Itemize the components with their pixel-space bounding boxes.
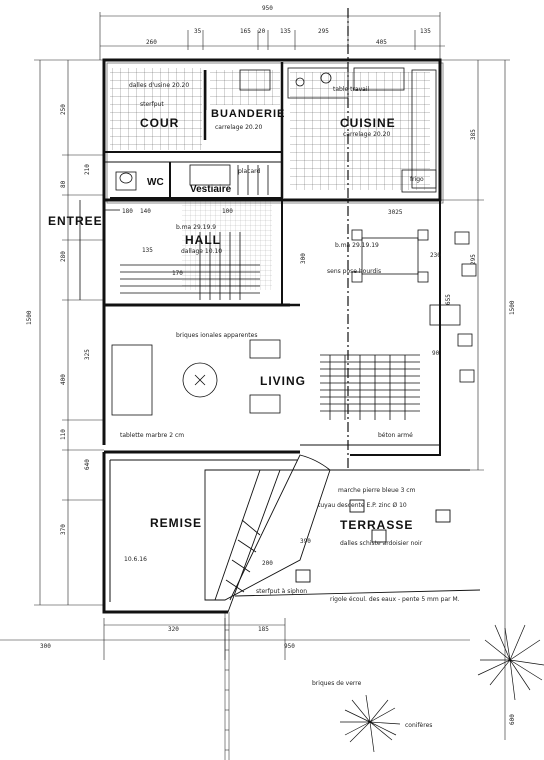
note-remise-dim: 10.6.16 [124,556,147,563]
dim-top-total: 950 [262,5,273,12]
note-dalles-schiste: dalles schiste ardoisier noir [340,540,423,547]
remise-terrasse [204,454,481,613]
dim-left-h: 640 [84,459,91,470]
note-marche: marche pierre bleue 3 cm [338,487,416,494]
glass-bricks [224,612,230,760]
dim-right-b: 295 [470,254,477,265]
dim-mid-c: 655 [445,294,452,305]
dim-top-g: 405 [376,39,387,46]
note-living-beam: b.ma 29.19.19 [335,242,379,249]
dim-top-h: 135 [420,28,431,35]
note-sterfput-siphon: sterfput à siphon [256,588,308,595]
dim-bottom-b: 185 [258,626,269,633]
dim-hall-c: 100 [222,208,233,215]
room-label-vestiaire: Vestiaire [190,184,232,195]
note-cuisine-table: table travail [333,86,370,93]
top-dimension-lines [99,12,445,60]
note-placard: placard [238,168,261,175]
wc-fittings [115,164,269,195]
room-label-cour: COUR [140,116,180,130]
dim-hall-b: 135 [142,247,153,254]
room-label-entree: ENTREE [48,214,103,228]
note-cour-floor: dalles d'usine 20.20 [129,82,190,89]
dim-mid-a: 300 [300,253,307,264]
note-buanderie-floor: carrelage 20.20 [215,124,263,131]
dim-mid-b: 3025 [388,209,403,216]
note-frigo: frigo [410,176,424,183]
bottom-dimension-lines [0,618,470,660]
interior-walls [104,8,349,470]
room-label-living: LIVING [260,374,307,388]
note-hall-beam: b.ma 29.19.9 [176,224,217,231]
dim-right-c: 1500 [509,300,516,315]
dim-left-d: 280 [60,251,67,262]
dim-hall-d: 170 [172,270,183,277]
dim-top-c: 165 [240,28,251,35]
dim-top-d: 20 [258,28,266,35]
room-label-remise: REMISE [150,516,203,530]
room-label-terrasse: TERRASSE [340,518,414,532]
note-tablette: tablette marbre 2 cm [120,432,185,439]
conifer-trees [340,624,544,753]
kitchen-fittings [205,67,437,193]
dim-top-a: 260 [146,39,157,46]
dim-left-c: 210 [84,164,91,175]
dim-mid-f: 90 [432,350,440,357]
dim-left-f: 400 [60,374,67,385]
dim-top-f: 295 [318,28,329,35]
dim-mid-e: 200 [262,560,273,567]
dim-right-a: 385 [470,129,477,140]
note-beton-arme: béton armé [378,432,413,439]
hall-stairs [120,232,260,300]
dim-hall-a: 180 [122,208,133,215]
dim-bottom-total: 950 [284,643,295,650]
dim-right-d: 600 [509,714,516,725]
dim-left-i: 370 [60,524,67,535]
room-label-hall: HALL [185,233,221,247]
note-briques-verre: briques de verre [312,680,362,687]
note-tuyau: tuyau descente E.P. zinc Ø 10 [318,502,407,509]
note-hall-floor: dallage 10.10 [181,248,223,255]
dim-left-g: 110 [60,429,67,440]
note-coniferes: conifères [405,722,433,729]
right-dimension-lines [440,59,510,740]
dim-bottom-left: 300 [40,643,51,650]
left-dimension-lines [34,59,104,606]
note-cour-sterfput: sterfput [140,101,164,108]
note-sens-pose: sens pose hourdis [327,268,382,275]
dim-mid-g: 230 [430,252,441,259]
dim-mid-d: 390 [300,538,311,545]
dim-left-total: 1500 [26,310,33,325]
dim-left-b: 80 [60,180,67,188]
dim-top-e: 135 [280,28,291,35]
note-cuisine-floor: carrelage 20.20 [343,131,391,138]
dim-top-b: 35 [194,28,202,35]
living-furniture [111,229,477,420]
dim-left-a: 250 [60,104,67,115]
dim-bottom-a: 320 [168,626,179,633]
dim-left-e: 325 [84,349,91,360]
room-label-buanderie: BUANDERIE [211,108,286,120]
note-briques: briques ionales apparentes [176,332,258,339]
room-label-cuisine: CUISINE [340,116,396,130]
entrance-steps [79,200,120,300]
note-rigole: rigole écoul. des eaux - pente 5 mm par … [330,596,460,603]
room-label-wc: WC [147,177,164,188]
dim-hall-e: 140 [140,208,151,215]
